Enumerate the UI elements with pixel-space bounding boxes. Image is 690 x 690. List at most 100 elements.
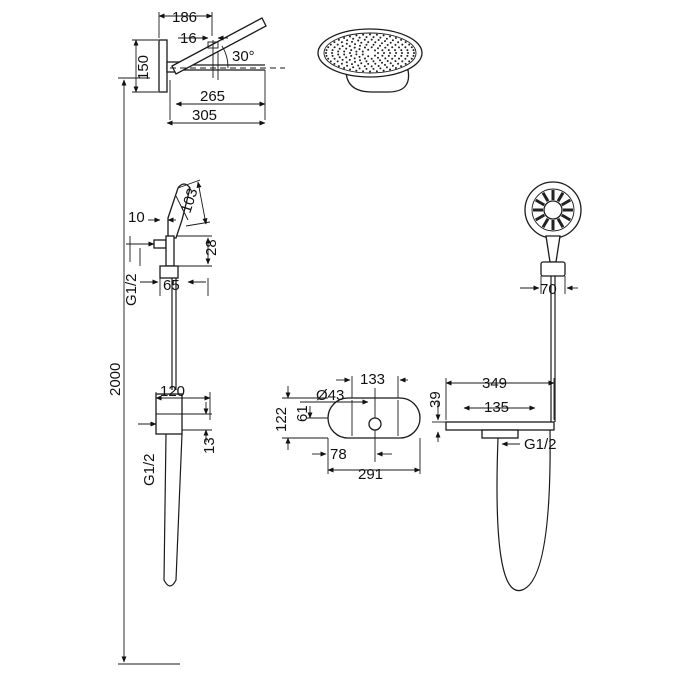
nozzle-dot [350,54,353,57]
nozzle-dot [389,62,392,65]
nozzle-dot [377,56,379,59]
nozzle-dot [394,49,396,52]
nozzle-dot [397,62,400,65]
nozzle-dot [381,49,384,52]
nozzle-dot [387,54,390,57]
nozzle-dot [394,54,396,57]
shelf-body [445,421,555,431]
nozzle-dot [357,64,360,67]
nozzle-dot [391,39,394,42]
nozzle-dot [389,35,391,38]
nozzle-dot [325,54,328,57]
nozzle-dot [350,49,353,52]
dim-65: 65 [163,277,180,294]
nozzle-dot [389,41,392,44]
nozzle-dot [360,41,363,44]
dim-265: 265 [200,88,225,105]
dim-39: 39 [427,391,444,408]
nozzle-dot [353,57,356,60]
nozzle-dot [349,35,351,38]
handshower-front-view [445,181,582,592]
nozzle-dot [367,48,370,51]
nozzle-dot [355,50,358,53]
nozzle-dot [351,63,353,66]
nozzle-dot [345,61,348,64]
nozzle-dot [353,46,356,49]
nozzle-dot [329,60,332,63]
nozzle-dot [369,33,371,36]
nozzle-dot [370,38,373,41]
nozzle-dot [349,68,351,71]
nozzle-dot [385,37,388,40]
nozzle-dot [394,37,397,39]
nozzle-dot [391,57,394,60]
nozzle-dot [404,46,407,49]
nozzle-dot [377,52,379,54]
dim-30deg: 30° [232,48,255,65]
nozzle-dot [333,57,336,60]
nozzle-dot [374,62,377,65]
spray-spoke [534,198,546,207]
nozzle-dot [389,68,391,71]
nozzle-dot [377,39,380,41]
nozzle-dot [384,40,386,43]
dim-phi43: Ø43 [316,387,344,404]
nozzle-dot [346,64,349,67]
dim-305: 305 [192,107,217,124]
dim-70: 70 [540,281,557,298]
nozzle-dot [337,38,340,41]
spray-spoke [556,217,565,229]
nozzle-dot [413,52,415,54]
handshower-center [543,200,563,220]
nozzle-dot [400,54,403,57]
nozzle-dot [348,58,351,61]
nozzle-dot [355,53,358,56]
dim-186: 186 [172,9,197,26]
nozzle-dot [374,54,376,57]
nozzle-dot [354,43,356,46]
shower-head-rim [323,32,417,74]
nozzle-dot [406,49,409,52]
nozzle-dot [370,46,373,49]
nozzle-dot [379,59,381,62]
nozzle-dot [333,46,336,49]
nozzle-dot [384,57,387,60]
nozzle-dot [408,60,411,63]
nozzle-dot [343,50,346,53]
nozzle-dot [340,62,343,65]
nozzle-dot [331,49,334,52]
nozzle-dot [369,70,371,73]
nozzle-dot [359,44,361,47]
nozzle-dot [410,46,413,49]
dim-2000: 2000 [107,363,124,396]
nozzle-dot [354,60,356,63]
nozzle-dot [338,47,341,50]
front-view-dimensions: 70 349 135 39 G1/2 [427,276,578,453]
overhead-dimensions: 186 16 30° 150 265 305 [132,9,266,126]
nozzle-dot [412,54,415,57]
nozzle-dot [337,50,340,53]
front-holder [540,261,566,277]
nozzle-dot [349,52,351,54]
nozzle-dot [401,43,404,46]
nozzle-dot [404,62,407,65]
nozzle-dot [384,63,386,66]
outlet-dimensions: 120 13 G1/2 [138,383,218,486]
nozzle-dot [364,46,366,49]
nozzle-dot [337,53,340,56]
nozzle-dot [325,52,327,54]
wall-flange [158,39,168,93]
nozzle-dot [336,43,339,46]
dim-13: 13 [201,437,218,454]
nozzle-dot [338,56,341,59]
nozzle-dot [372,60,375,63]
nozzle-dot [375,70,378,73]
nozzle-dot [343,37,346,39]
handle-neck [545,235,561,263]
nozzle-dot [407,52,409,54]
nozzle-dot [341,45,344,48]
nozzle-dot [343,67,346,69]
nozzle-dot [372,36,375,39]
dim-10: 10 [128,209,145,226]
nozzle-dot [352,37,355,40]
